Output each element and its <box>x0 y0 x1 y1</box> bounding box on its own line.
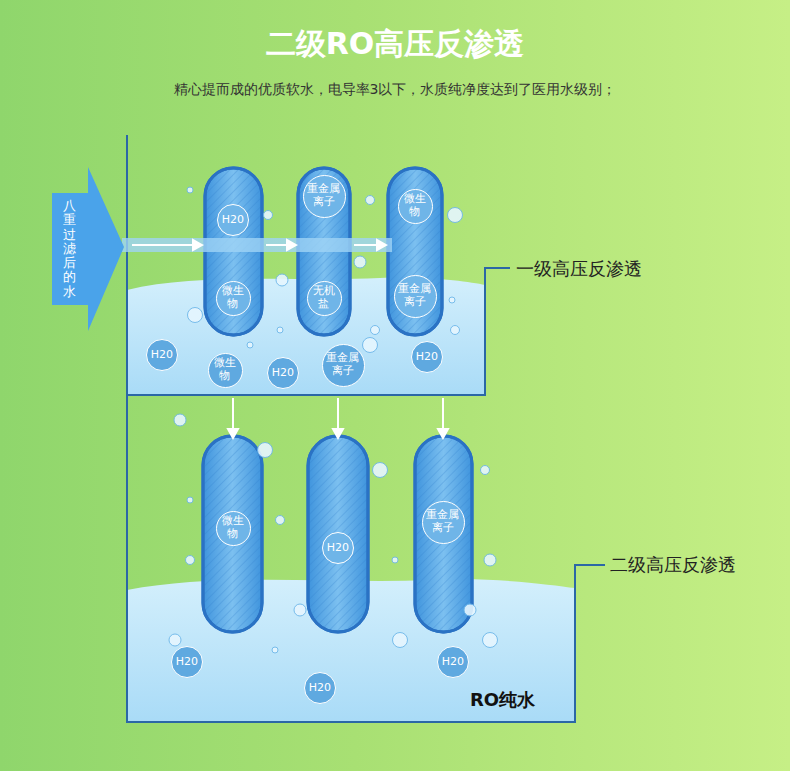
bubble <box>481 466 490 475</box>
product-label: RO纯水 <box>470 688 535 712</box>
bubble <box>448 208 463 223</box>
substance-text: 无机盐 <box>313 285 336 310</box>
capsules <box>203 168 472 632</box>
bubble <box>169 634 181 646</box>
substance-text: H20 <box>272 367 295 380</box>
arrow-fill <box>52 167 124 331</box>
arrow-text: 八重过滤后的水 <box>63 199 76 299</box>
substance-text: H20 <box>327 542 350 555</box>
substance-text: H20 <box>222 214 245 227</box>
bubble <box>187 187 193 193</box>
bubble <box>186 556 195 565</box>
substance-circle: H20 <box>411 341 443 373</box>
bubble <box>264 211 273 220</box>
bubbles <box>169 187 498 653</box>
bubble <box>258 443 273 458</box>
flow-arrows <box>132 240 448 438</box>
substance-circle: 微生物 <box>216 281 251 316</box>
bubble <box>272 647 278 653</box>
substance-text: 微生物 <box>222 285 245 310</box>
bubble <box>354 256 366 268</box>
bubble <box>366 196 375 205</box>
arrow-shape <box>50 165 126 333</box>
substance-circle: 无机盐 <box>307 281 342 316</box>
substance-circle: H20 <box>437 646 469 678</box>
substance-text: H20 <box>151 349 174 362</box>
substance-circle: H20 <box>171 646 203 678</box>
bubble <box>449 297 455 303</box>
substance-text: H20 <box>176 656 199 669</box>
substance-circle: 微生物 <box>398 189 433 224</box>
bubble <box>393 633 408 648</box>
substance-circle: H20 <box>146 339 178 371</box>
substance-text: H20 <box>309 682 332 695</box>
substance-circle: 微生物 <box>208 353 243 388</box>
substance-text: 重金属离子 <box>326 352 360 377</box>
bubble <box>187 497 193 503</box>
substance-circle: 重金属离子 <box>394 275 437 318</box>
bubble <box>277 327 283 333</box>
bubble <box>276 516 285 525</box>
substance-text: H20 <box>442 656 465 669</box>
bubble <box>247 342 253 348</box>
bubble <box>174 414 186 426</box>
substance-circle: 重金属离子 <box>303 175 346 218</box>
substance-circle: H20 <box>304 672 336 704</box>
tank-lines <box>127 135 605 722</box>
bubble <box>294 604 306 616</box>
substance-text: H20 <box>416 351 439 364</box>
substance-circle: 微生物 <box>216 511 251 546</box>
subtitle: 精心提而成的优质软水，电导率3以下，水质纯净度达到了医用水级别； <box>174 81 617 99</box>
substance-text: 微生物 <box>404 193 427 218</box>
substance-circle: H20 <box>217 204 249 236</box>
input-stream <box>122 238 392 252</box>
bubble <box>483 633 498 648</box>
substance-text: 微生物 <box>214 357 237 382</box>
substance-text: 重金属离子 <box>426 509 460 534</box>
bubble <box>373 463 388 478</box>
bubble <box>484 554 496 566</box>
stage-label: 二级高压反渗透 <box>610 553 736 577</box>
input-arrow: 八重过滤后的水 <box>50 165 126 333</box>
substance-text: 微生物 <box>222 515 245 540</box>
substance-circle: 重金属离子 <box>322 344 365 387</box>
capsule-hatch <box>203 168 472 632</box>
substance-circle: H20 <box>267 357 299 389</box>
bubble <box>392 557 398 563</box>
substance-text: 重金属离子 <box>398 283 432 308</box>
substance-circle: H20 <box>322 532 354 564</box>
bubble <box>363 338 378 353</box>
substance-circle: 重金属离子 <box>422 501 465 544</box>
bubble <box>276 274 288 286</box>
bubble <box>188 308 203 323</box>
stage-label: 一级高压反渗透 <box>516 257 642 281</box>
substance-text: 重金属离子 <box>307 183 341 208</box>
bubble <box>464 604 476 616</box>
title: 二级RO高压反渗透 <box>266 24 525 65</box>
bubble <box>451 326 460 335</box>
bubble <box>371 326 380 335</box>
